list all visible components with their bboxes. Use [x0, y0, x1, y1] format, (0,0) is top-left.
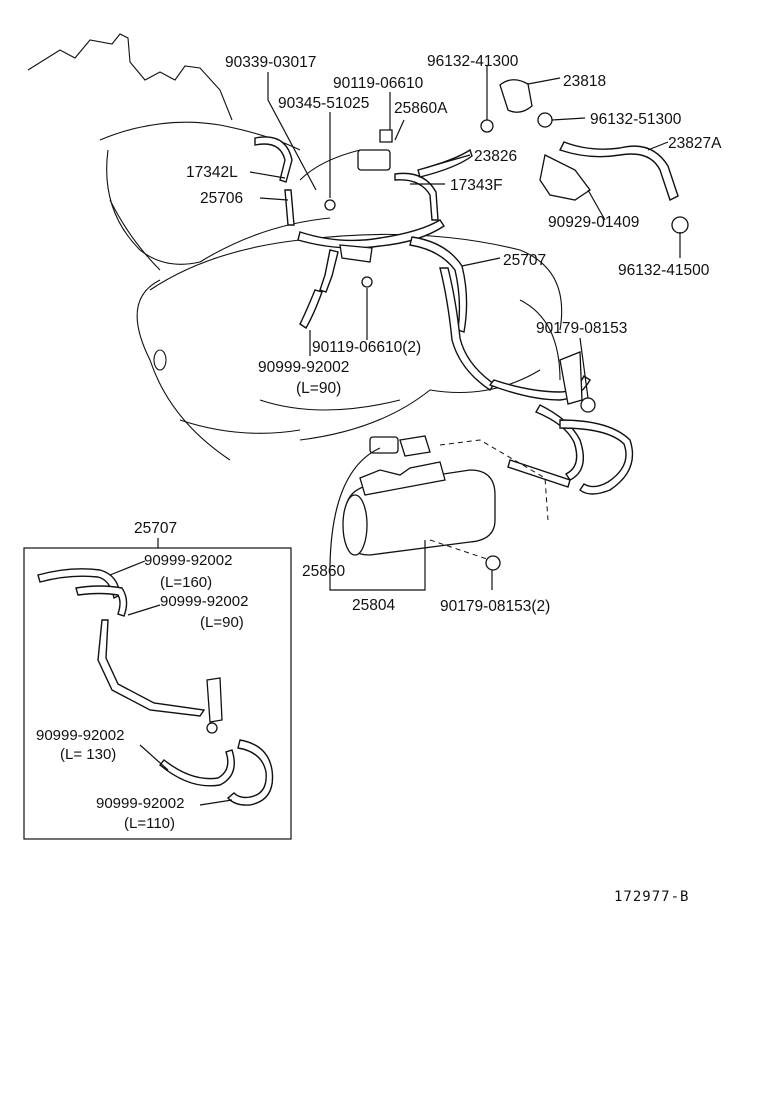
inset-item-4-part: 90999-92002 [96, 795, 184, 812]
label-96132-41300: 96132-41300 [427, 53, 519, 70]
inset-frame [23, 547, 292, 840]
label-90119-06610: 90119-06610 [333, 75, 424, 92]
label-90179-08153: 90179-08153 [536, 320, 627, 337]
hose-assembly-main [254, 79, 689, 495]
label-23818: 23818 [563, 73, 606, 90]
reference-code: 172977-B [614, 889, 689, 905]
charcoal-canister [342, 435, 549, 571]
label-25860: 25860 [302, 563, 345, 580]
inset-25707: 25707 90999-92002 (L=160) 90999-92002 (L… [23, 520, 292, 840]
label-25706: 25706 [200, 190, 243, 207]
label-25707-main: 25707 [503, 252, 546, 269]
label-17342L: 17342L [186, 164, 238, 181]
inset-item-1-length: (L=160) [160, 574, 212, 591]
label-90345-51025: 90345-51025 [278, 95, 369, 112]
inset-item-2-length: (L=90) [200, 614, 244, 631]
inset-item-4-length: (L=110) [124, 815, 175, 832]
label-length-90-main: (L=90) [296, 380, 341, 397]
label-90999-92002-main: 90999-92002 [258, 359, 349, 376]
part-labels: 90339-03017 90119-06610 96132-41300 2381… [186, 53, 722, 615]
label-25804: 25804 [352, 597, 395, 614]
inset-item-1-part: 90999-92002 [144, 552, 232, 569]
inset-title: 25707 [134, 520, 177, 537]
label-90929-01409: 90929-01409 [548, 214, 639, 231]
label-23827A: 23827A [668, 135, 722, 152]
inset-item-2-part: 90999-92002 [160, 593, 248, 610]
label-90119-06610-2: 90119-06610(2) [312, 339, 421, 356]
label-23826: 23826 [474, 148, 517, 165]
label-90339-03017: 90339-03017 [225, 54, 316, 71]
inset-item-3-part: 90999-92002 [36, 727, 124, 744]
label-96132-51300: 96132-51300 [590, 111, 682, 128]
label-90179-08153-2: 90179-08153(2) [440, 598, 550, 615]
inset-item-3-length: (L= 130) [60, 746, 116, 763]
leader-lines [249, 66, 681, 591]
label-17343F: 17343F [450, 177, 503, 194]
label-96132-41500: 96132-41500 [618, 262, 710, 279]
label-25860A: 25860A [394, 100, 448, 117]
